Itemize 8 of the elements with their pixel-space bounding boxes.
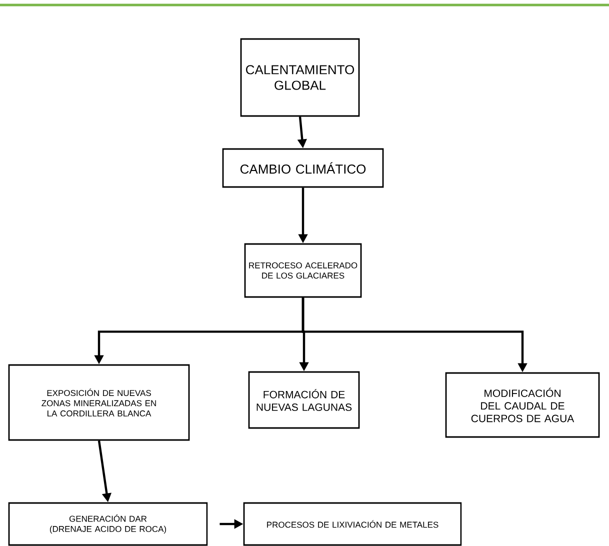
process-box: CALENTAMIENTO GLOBAL	[240, 38, 360, 117]
process-box: RETROCESO ACELERADO DE LOS GLACIARES	[244, 243, 362, 298]
process-box: PROCESOS DE LIXIVIACIÓN DE METALES	[243, 502, 462, 546]
process-box: CAMBIO CLIMÁTICO	[222, 148, 384, 188]
process-box: FORMACIÓN DE NUEVAS LAGUNAS	[248, 371, 360, 429]
process-box: EXPOSICIÓN DE NUEVAS ZONAS MINERALIZADAS EN LA CORDILLERA BLANCA	[8, 364, 190, 441]
process-box: GENERACIÓN DAR (DRENAJE ACIDO DE ROCA)	[8, 502, 208, 546]
process-box: MODIFICACIÓN DEL CAUDAL DE CUERPOS DE AGUA	[445, 372, 600, 438]
